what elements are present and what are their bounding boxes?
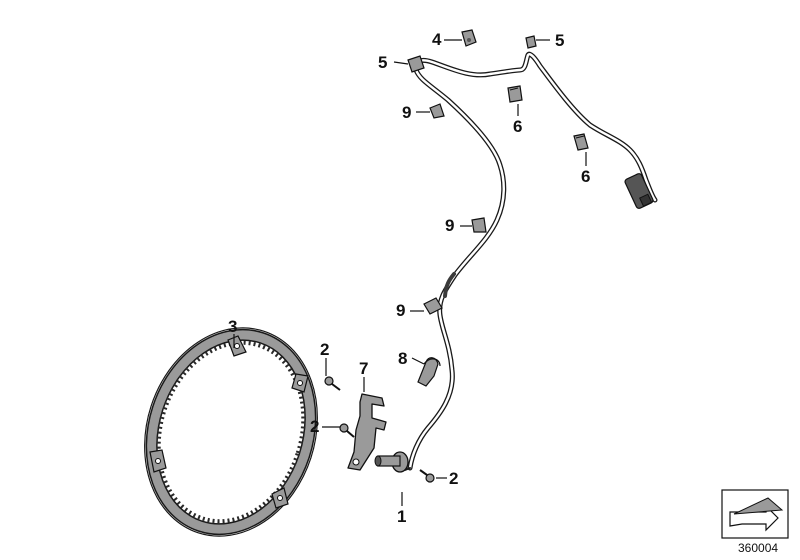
cable-clip-upper	[429, 103, 445, 119]
callout-9-lower: 9	[396, 301, 406, 320]
diagram-reference-number: 360004	[738, 541, 779, 555]
screw-c	[419, 469, 435, 483]
cable-holder-clip-a	[507, 85, 523, 103]
grommet	[461, 29, 477, 47]
callout-6-lower: 6	[581, 167, 591, 186]
callout-5-left: 5	[378, 53, 388, 72]
cable-holder	[417, 357, 441, 387]
callout-6-upper: 6	[513, 117, 523, 136]
callout-9-upper: 9	[402, 103, 412, 122]
callout-4: 4	[432, 30, 442, 49]
leader-lines	[233, 39, 587, 506]
callout-1: 1	[397, 507, 407, 526]
sensor-ring	[144, 327, 318, 537]
bracket	[347, 393, 387, 471]
callout-2-top: 2	[320, 340, 330, 359]
screw-b	[339, 423, 355, 438]
callout-2-right: 2	[449, 469, 459, 488]
cable-clip-middle	[471, 217, 487, 233]
cable-clip-lower	[423, 297, 443, 315]
callout-5-right: 5	[555, 31, 565, 50]
callout-3: 3	[228, 317, 238, 336]
cable-holder-clip-b	[573, 133, 589, 151]
callout-9-middle: 9	[445, 216, 455, 235]
callout-7: 7	[359, 359, 369, 378]
clamp-left	[407, 55, 425, 73]
screw-a	[324, 376, 341, 391]
callout-2-middle: 2	[310, 417, 320, 436]
fold-arrow-icon	[721, 489, 789, 539]
cable-connector	[624, 173, 654, 209]
callout-8: 8	[398, 349, 408, 368]
clamp-right	[525, 35, 537, 49]
abs-sensor	[374, 451, 409, 473]
